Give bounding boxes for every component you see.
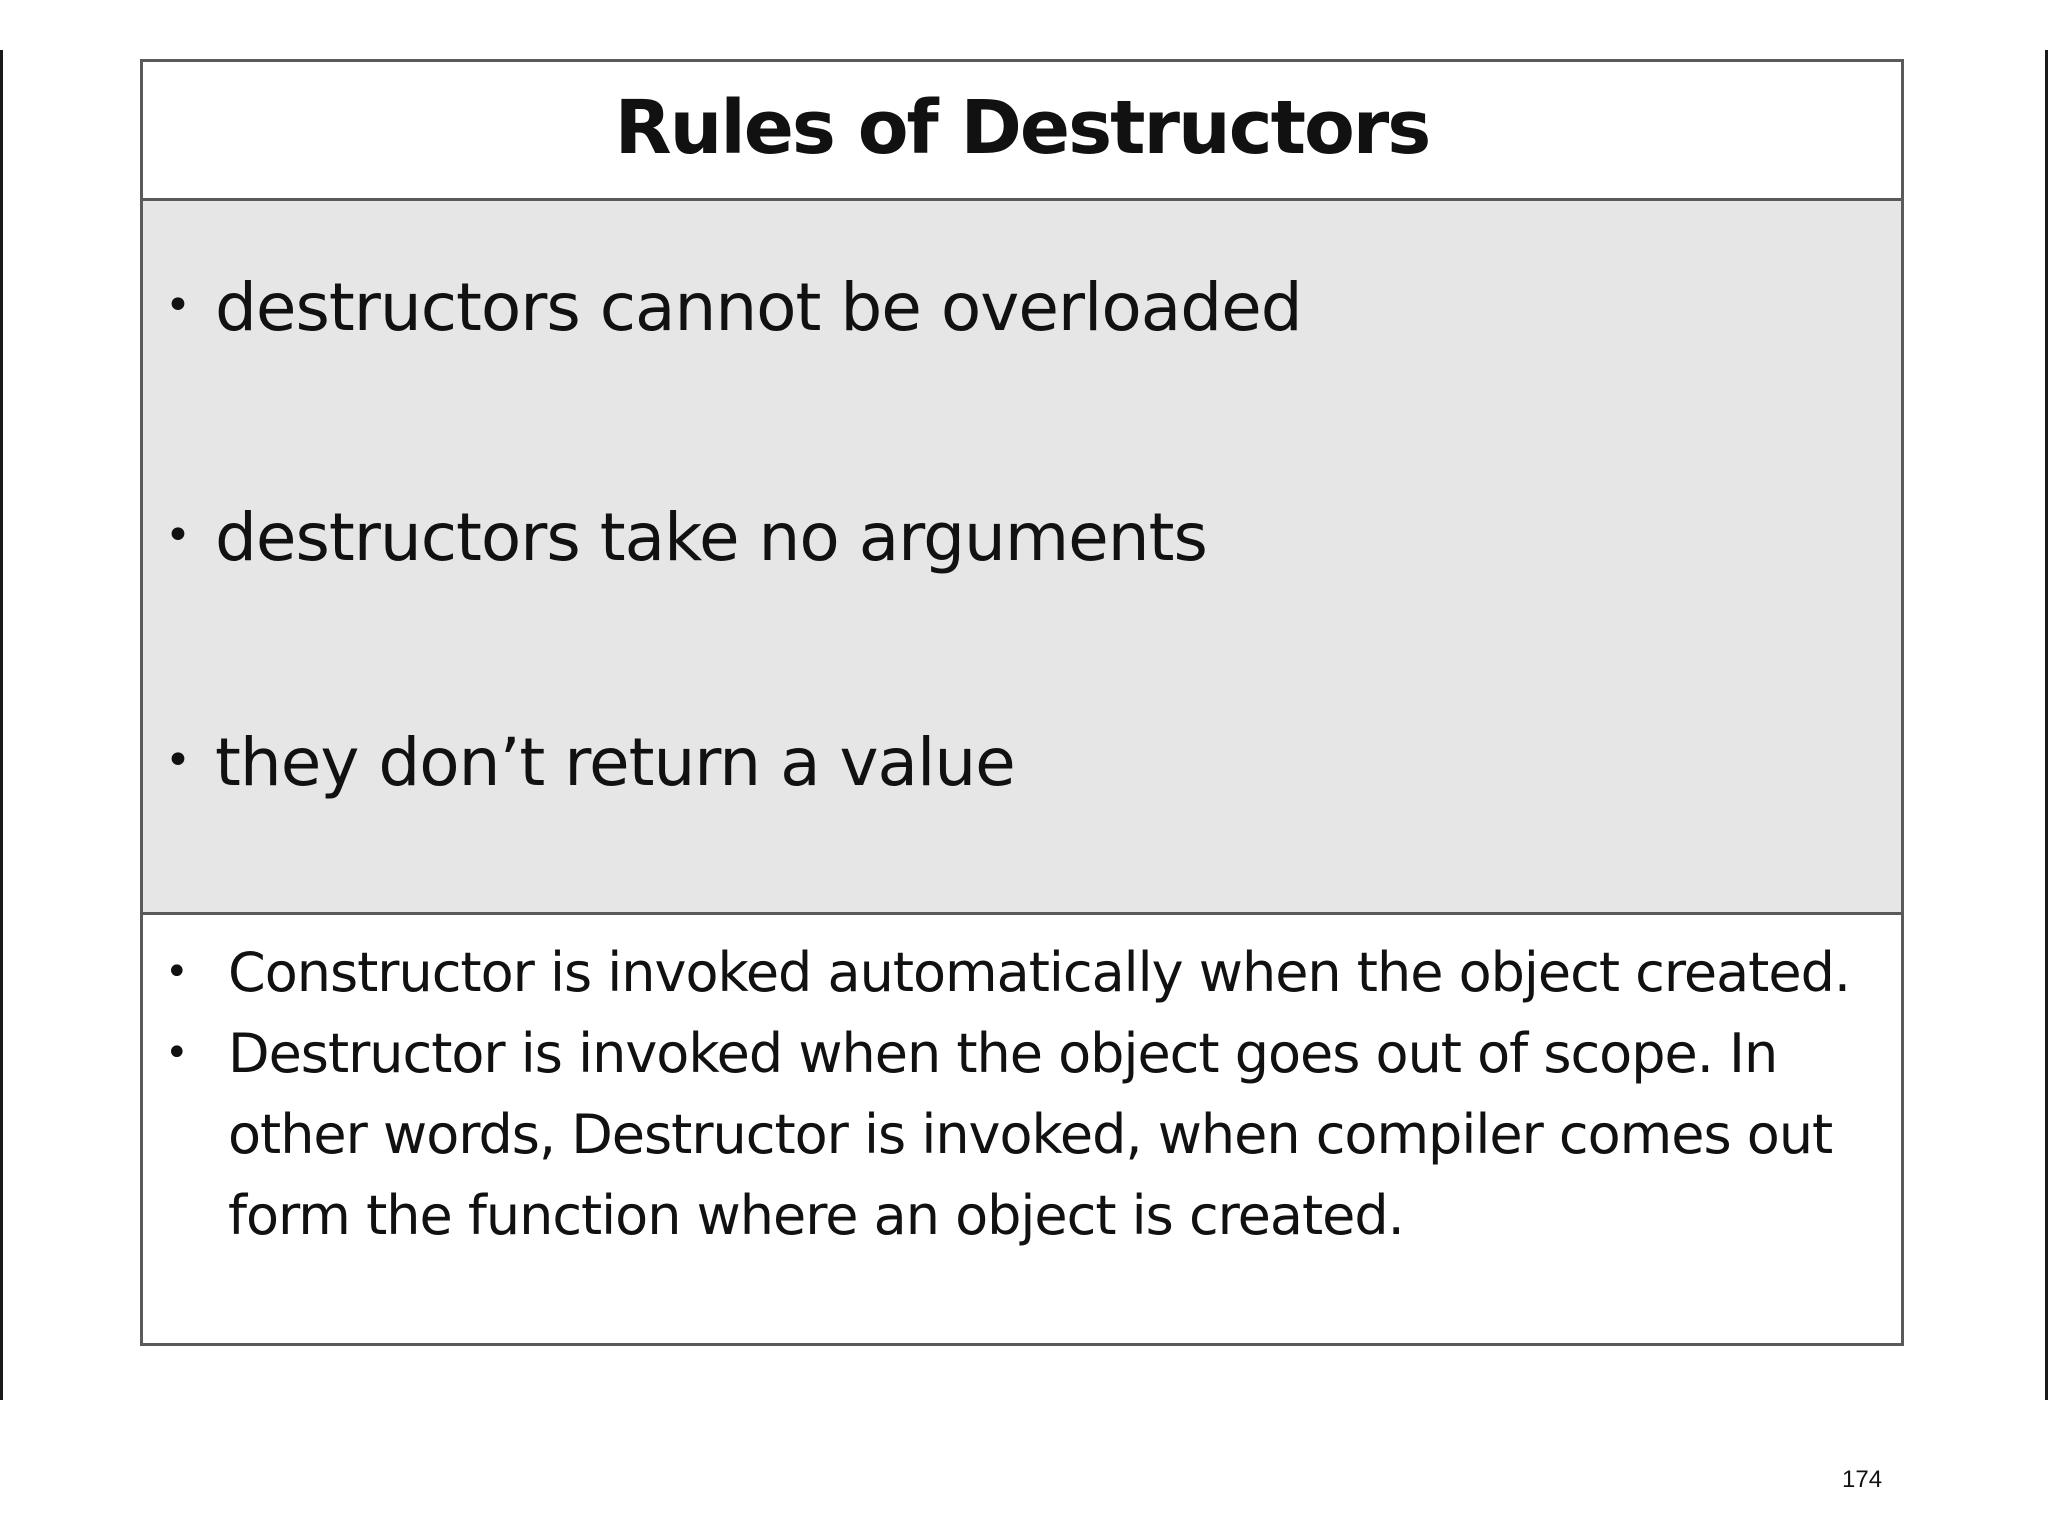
bullet-icon: • xyxy=(165,735,191,786)
rule-item: • they don’t return a value xyxy=(165,724,1016,801)
note-text: Destructor is invoked when the object go… xyxy=(228,1022,1833,1247)
rule-item: • destructors take no arguments xyxy=(165,499,1208,576)
note-text: Constructor is invoked automatically whe… xyxy=(228,941,1851,1004)
slide-title: Rules of Destructors xyxy=(614,85,1432,171)
slide: Rules of Destructors • destructors cannot… xyxy=(140,59,1904,1346)
bullet-icon: • xyxy=(165,510,191,561)
note-item: • Destructor is invoked when the object … xyxy=(143,1013,1901,1256)
rule-item: • destructors cannot be overloaded xyxy=(165,269,1303,346)
left-edge-line xyxy=(0,50,3,1400)
right-edge-line xyxy=(2045,50,2048,1400)
note-item: • Constructor is invoked automatically w… xyxy=(143,932,1901,1013)
rules-list: • destructors cannot be overloaded • destr… xyxy=(143,201,1901,915)
page-number: 174 xyxy=(1842,1466,1883,1493)
title-area: Rules of Destructors xyxy=(143,62,1901,201)
rule-text: destructors cannot be overloaded xyxy=(215,269,1303,346)
bullet-icon: • xyxy=(165,280,191,331)
rule-text: they don’t return a value xyxy=(215,724,1016,801)
bullet-icon: • xyxy=(165,1030,189,1076)
bullet-icon: • xyxy=(165,949,189,995)
notes-list: • Constructor is invoked automatically w… xyxy=(143,915,1901,1343)
rule-text: destructors take no arguments xyxy=(215,499,1208,576)
